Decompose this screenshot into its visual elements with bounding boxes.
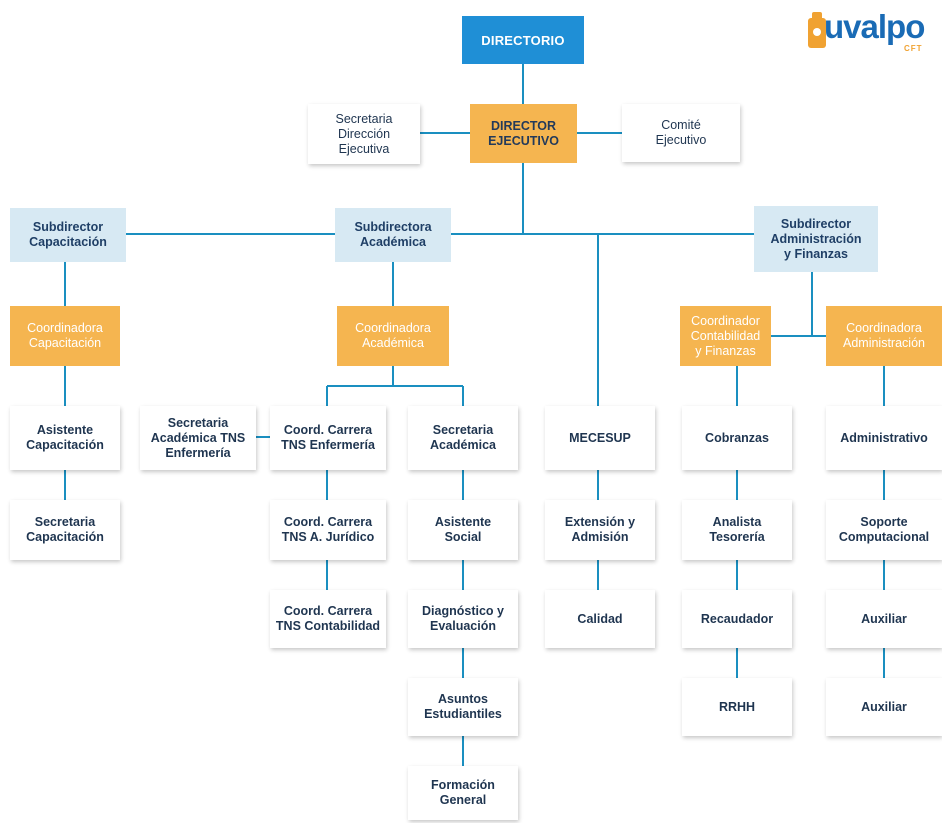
node-coord-tns-enfermeria: Coord. Carrera TNS Enfermería: [270, 406, 386, 470]
node-recaudador: Recaudador: [682, 590, 792, 648]
node-coord-tns-juridico: Coord. Carrera TNS A. Jurídico: [270, 500, 386, 560]
node-rrhh: RRHH: [682, 678, 792, 736]
node-asistente-capacitacion: Asistente Capacitación: [10, 406, 120, 470]
node-subdirectora-academica: Subdirectora Académica: [335, 208, 451, 262]
uvalpo-logo: uvalpo CFT: [806, 8, 934, 58]
node-secretaria-capacitacion: Secretaria Capacitación: [10, 500, 120, 560]
node-analista-tesoreria: Analista Tesorería: [682, 500, 792, 560]
node-comite-ejecutivo: Comité Ejecutivo: [622, 104, 740, 162]
node-diagnostico-evaluacion: Diagnóstico y Evaluación: [408, 590, 518, 648]
node-directorio: DIRECTORIO: [462, 16, 584, 64]
node-secretaria-direccion: Secretaria Dirección Ejecutiva: [308, 104, 420, 164]
node-extension-admision: Extensión y Admisión: [545, 500, 655, 560]
node-administrativo: Administrativo: [826, 406, 942, 470]
node-subdirector-administracion: Subdirector Administración y Finanzas: [754, 206, 878, 272]
node-secretaria-tns-enfermeria: Secretaria Académica TNS Enfermería: [140, 406, 256, 470]
node-coord-administracion: Coordinadora Administración: [826, 306, 942, 366]
node-formacion-general: Formación General: [408, 766, 518, 820]
node-director-ejecutivo: DIRECTOR EJECUTIVO: [470, 104, 577, 163]
node-secretaria-academica: Secretaria Académica: [408, 406, 518, 470]
node-auxiliar: Auxiliar: [826, 590, 942, 648]
node-coord-contabilidad: Coordinador Contabilidad y Finanzas: [680, 306, 771, 366]
node-asistente-social: Asistente Social: [408, 500, 518, 560]
node-cobranzas: Cobranzas: [682, 406, 792, 470]
node-asuntos-estudiantiles: Asuntos Estudiantiles: [408, 678, 518, 736]
logo-emblem-icon: [808, 12, 826, 48]
node-auxiliar: Auxiliar: [826, 678, 942, 736]
node-coord-capacitacion: Coordinadora Capacitación: [10, 306, 120, 366]
logo-wordmark: uvalpo: [824, 8, 925, 45]
node-mecesup: MECESUP: [545, 406, 655, 470]
logo-subtitle: CFT: [904, 44, 923, 53]
node-coord-tns-contabilidad: Coord. Carrera TNS Contabilidad: [270, 590, 386, 648]
node-calidad: Calidad: [545, 590, 655, 648]
node-subdirector-capacitacion: Subdirector Capacitación: [10, 208, 126, 262]
node-soporte-computacional: Soporte Computacional: [826, 500, 942, 560]
node-coord-academica: Coordinadora Académica: [337, 306, 449, 366]
